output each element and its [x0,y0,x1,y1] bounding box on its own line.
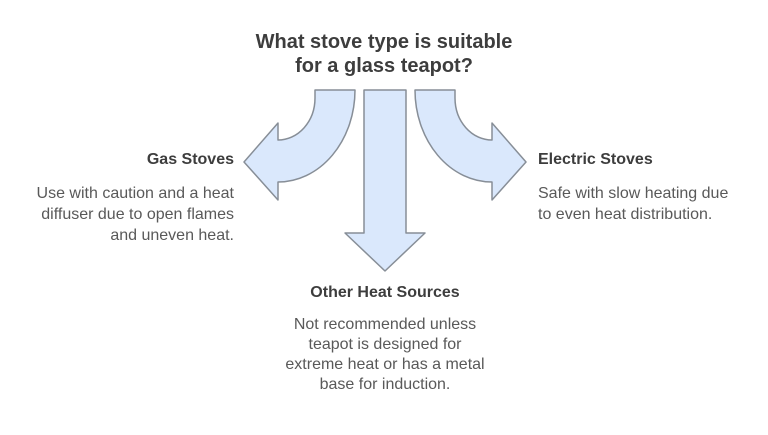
other-heat-sources-heading: Other Heat Sources [310,284,460,301]
curved-arrow-left-icon [243,89,356,201]
branch-electric-stoves: Electric Stoves Safe with slow heating d… [538,150,758,225]
gas-stoves-heading: Gas Stoves [146,151,234,168]
curved-arrow-right-icon [414,89,527,201]
straight-arrow-down-icon [344,89,426,272]
electric-stoves-heading: Electric Stoves [538,151,653,168]
branch-other-heat-sources: Other Heat Sources Not recommended unles… [255,283,515,395]
